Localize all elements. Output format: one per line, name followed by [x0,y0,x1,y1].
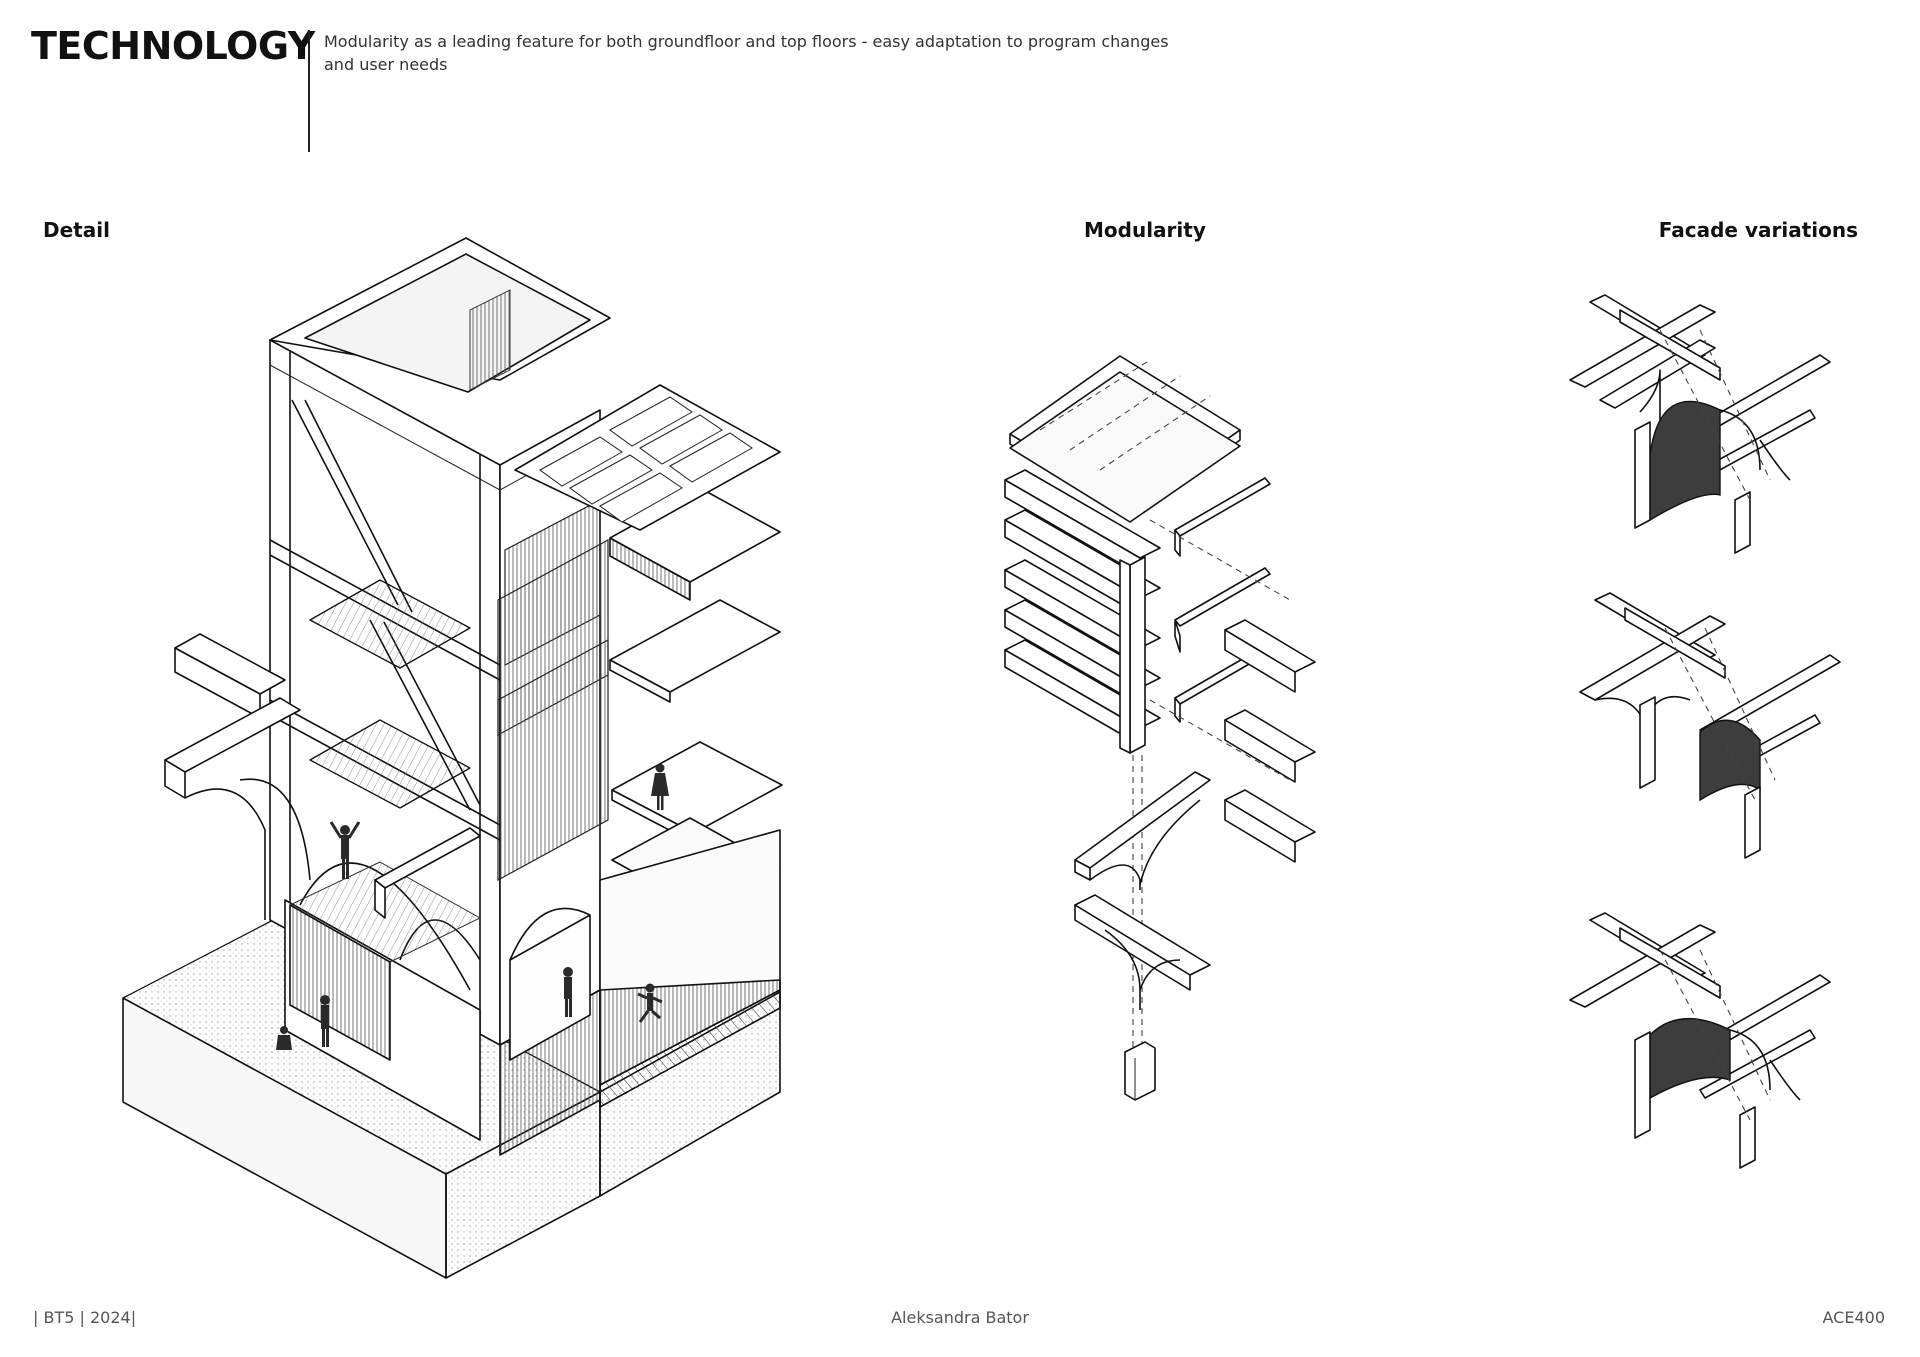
people-figures [276,763,669,1050]
footer-course-code: | BT5 | 2024| [33,1308,137,1327]
facade-variation-3 [1569,912,1831,1169]
page-title: TECHNOLOGY [31,24,315,68]
footer-module-code: ACE400 [1822,1308,1885,1327]
detail-axonometric-drawing [122,237,783,1279]
facade-variation-1 [1569,294,1831,554]
page-subtitle: Modularity as a leading feature for both… [324,32,1169,74]
modularity-exploded-drawing [1004,355,1316,1101]
title-divider [308,30,310,152]
section-label-detail: Detail [43,218,110,242]
section-label-facade-variations: Facade variations [1658,218,1858,242]
section-label-modularity: Modularity [1084,218,1206,242]
footer-author: Aleksandra Bator [891,1308,1029,1327]
modularity-tree-capitals [1074,771,1211,1010]
facade-variation-2 [1579,592,1841,859]
